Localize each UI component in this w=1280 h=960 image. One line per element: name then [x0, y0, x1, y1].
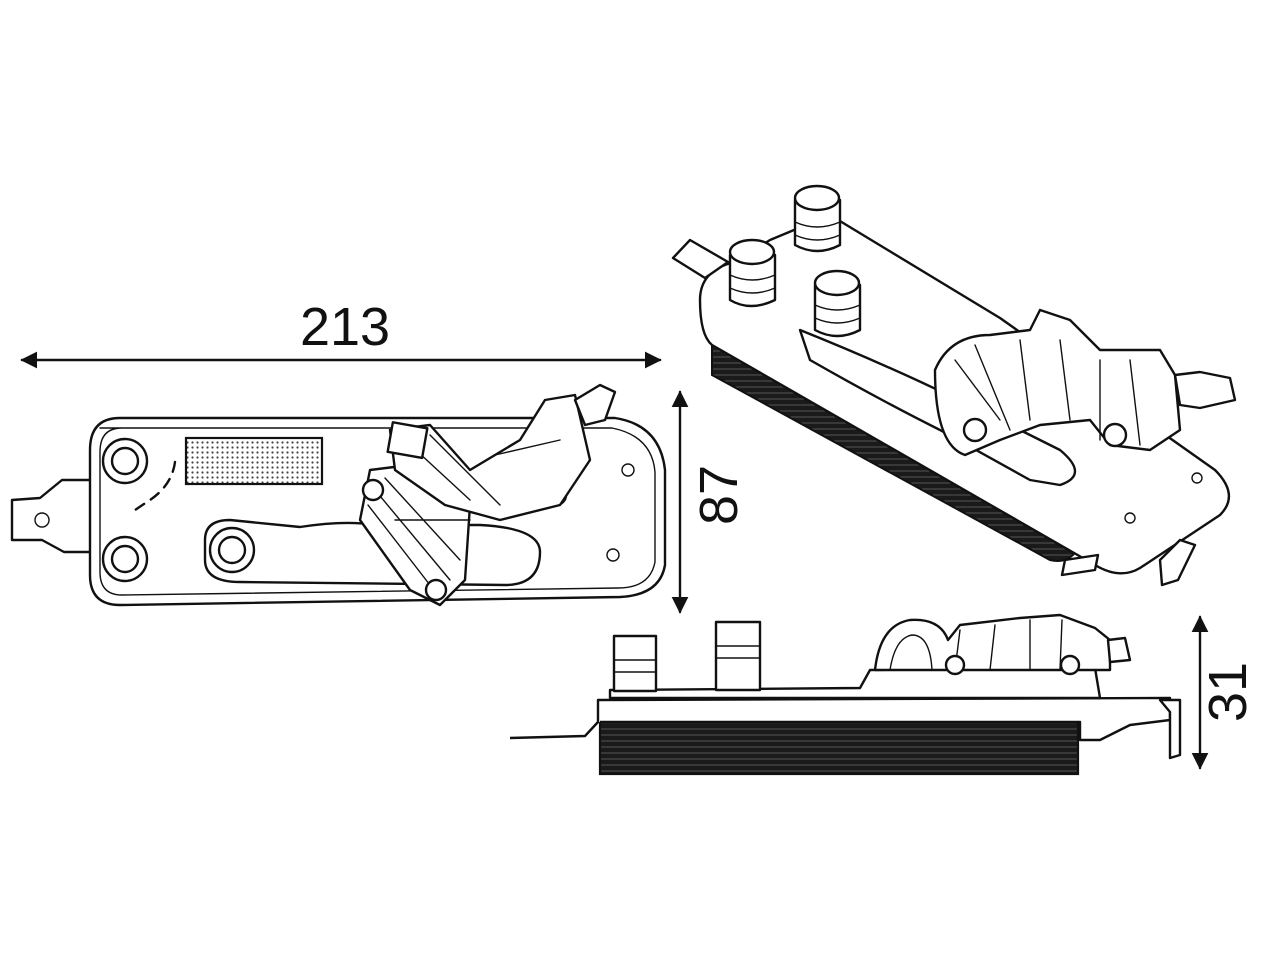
- connector-nozzle: [573, 383, 617, 427]
- side-bracket-right: [1158, 698, 1182, 760]
- side-bolt-2: [1059, 654, 1081, 676]
- bolt-2: [424, 578, 448, 602]
- channel-port-inner: [217, 535, 247, 565]
- side-bolt-1: [944, 654, 966, 676]
- connector-clip: [386, 421, 429, 460]
- iso-tab-left: [671, 238, 730, 280]
- iso-tab-bottom: [1060, 553, 1100, 577]
- iso-hole-2: [1191, 472, 1203, 484]
- label-plate: [184, 436, 324, 486]
- mounting-tab-left: [10, 478, 92, 554]
- channel-port: [208, 526, 256, 574]
- tab-hole: [34, 512, 50, 528]
- plate-hole-1: [621, 463, 635, 477]
- height-dimension-label: 87: [689, 465, 749, 525]
- side-upper-housing: [608, 666, 1102, 700]
- side-fitting-1: [612, 634, 658, 693]
- dashed-guide: [133, 460, 177, 512]
- side-fitting-2: [714, 620, 762, 692]
- iso-valve-housing: [933, 308, 1182, 457]
- thickness-dimension-label: 31: [1198, 662, 1258, 722]
- iso-fitting-1: [728, 238, 777, 308]
- iso-bolt: [1102, 422, 1128, 448]
- iso-bolt-2: [962, 417, 988, 443]
- iso-tab-right: [1158, 538, 1197, 587]
- port-ring-upper: [101, 437, 149, 485]
- iso-connector-nozzle: [1173, 370, 1237, 410]
- port-ring-lower: [101, 535, 149, 583]
- side-view: [509, 613, 1182, 776]
- side-fin-stack: [598, 720, 1080, 776]
- bracket-ribs: [367, 477, 471, 599]
- port-ring-upper-inner: [110, 446, 140, 476]
- bolt-1: [361, 478, 385, 502]
- side-valve-details: [889, 619, 1063, 671]
- base-plate-edge: [99, 427, 656, 596]
- plate-hole-2: [606, 548, 620, 562]
- valve-housing: [388, 393, 592, 522]
- top-view: [10, 383, 667, 607]
- isometric-view: [671, 184, 1237, 587]
- iso-hole-1: [1124, 512, 1136, 524]
- port-ring-lower-inner: [110, 544, 140, 574]
- iso-valve-details: [954, 339, 1141, 446]
- width-dimension-label: 213: [300, 297, 390, 357]
- height-dimension: 87: [671, 390, 749, 614]
- side-connector-nozzle: [1106, 636, 1132, 664]
- iso-oil-channel: [798, 328, 1077, 487]
- width-dimension: 213: [20, 297, 662, 369]
- iso-fitting-3: [813, 269, 862, 338]
- thickness-dimension: 31: [1191, 615, 1258, 770]
- oil-channel: [203, 518, 542, 587]
- iso-fitting-2: [793, 184, 842, 253]
